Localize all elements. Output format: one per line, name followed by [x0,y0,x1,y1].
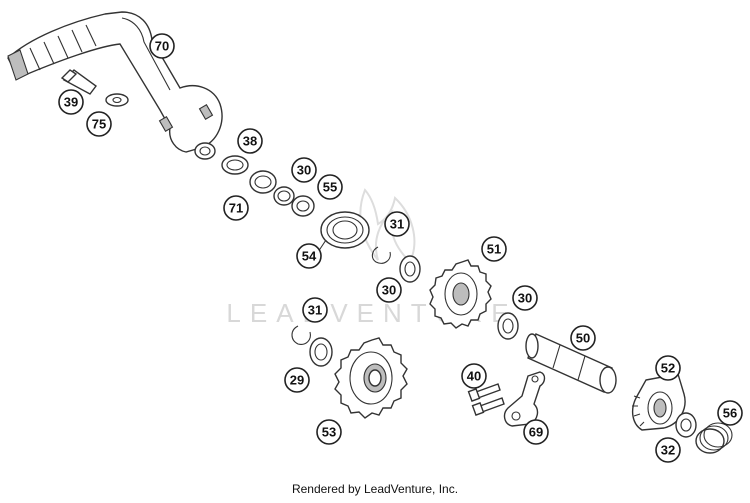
svg-text:38: 38 [243,134,257,149]
svg-text:50: 50 [576,331,590,346]
callout-55[interactable]: 55 [317,174,343,200]
svg-text:31: 31 [390,217,404,232]
thrust-washer-middle[interactable] [399,255,421,283]
ratchet-spring[interactable] [695,422,733,454]
callout-70[interactable]: 70 [149,33,175,59]
svg-text:75: 75 [92,117,106,132]
callout-30-middle[interactable]: 30 [376,277,402,303]
callout-53[interactable]: 53 [316,419,342,445]
callout-30-top[interactable]: 30 [291,157,317,183]
thrust-washer-upper[interactable] [273,186,295,206]
callout-30-right[interactable]: 30 [512,285,538,311]
guide-screws[interactable] [467,383,505,416]
svg-text:55: 55 [323,180,337,195]
svg-text:31: 31 [308,303,322,318]
callout-31-upper[interactable]: 31 [384,211,410,237]
kick-starter-gear[interactable] [429,259,492,329]
washer-32[interactable] [675,412,697,438]
ratchet-gear[interactable] [631,373,686,431]
svg-text:30: 30 [297,163,311,178]
callout-56[interactable]: 56 [717,400,743,426]
lever-washer[interactable] [105,93,129,107]
kick-starter-spring[interactable] [317,211,370,253]
callout-69[interactable]: 69 [523,419,549,445]
callout-71[interactable]: 71 [223,195,249,221]
circlip-lower[interactable] [291,325,311,345]
kick-starter-lever[interactable] [7,11,223,160]
callout-39[interactable]: 39 [58,89,84,115]
callout-31-lower[interactable]: 31 [302,297,328,323]
guide-plate[interactable] [503,371,546,427]
svg-text:51: 51 [487,242,501,257]
callout-52[interactable]: 52 [655,355,681,381]
callout-75[interactable]: 75 [86,111,112,137]
svg-text:30: 30 [382,283,396,298]
svg-text:39: 39 [64,95,78,110]
svg-text:52: 52 [661,361,675,376]
kick-starter-shaft[interactable] [525,333,617,394]
svg-text:40: 40 [467,369,481,384]
callout-38[interactable]: 38 [237,128,263,154]
washer-29[interactable] [309,337,333,367]
callout-51[interactable]: 51 [481,236,507,262]
callout-54[interactable]: 54 [296,243,322,269]
svg-text:56: 56 [723,406,737,421]
callout-29[interactable]: 29 [284,367,310,393]
circlip-upper[interactable] [371,246,391,264]
intermediate-kick-gear[interactable] [334,337,408,419]
callout-40[interactable]: 40 [461,363,487,389]
callout-50[interactable]: 50 [570,325,596,351]
rendered-by-credit: Rendered by LeadVenture, Inc. [291,482,459,496]
svg-text:29: 29 [290,373,304,388]
thrust-washer-lower[interactable] [497,312,519,340]
spacer-sleeve[interactable] [291,195,315,217]
bushing-ring[interactable] [249,170,277,194]
svg-text:32: 32 [661,443,675,458]
svg-text:69: 69 [529,425,543,440]
svg-text:54: 54 [302,249,317,264]
svg-text:70: 70 [155,39,169,54]
oil-seal-ring[interactable] [221,155,249,175]
callout-32[interactable]: 32 [655,437,681,463]
svg-text:71: 71 [229,201,243,216]
lever-bolt[interactable] [60,69,97,95]
svg-text:30: 30 [518,291,532,306]
svg-text:53: 53 [322,425,336,440]
